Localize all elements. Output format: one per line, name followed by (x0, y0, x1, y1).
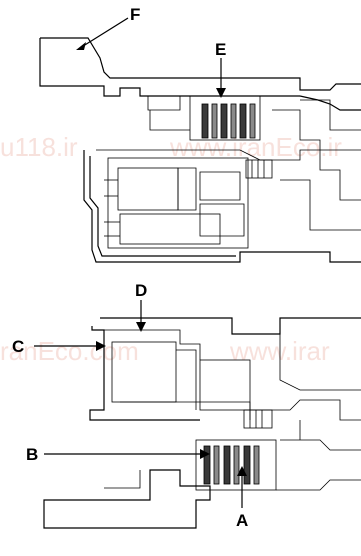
upper-assembly (39, 37, 361, 263)
callout-label-c: C (12, 337, 24, 356)
callout-label-b: B (26, 445, 38, 464)
watermark-bottom-left: ranEco.com (0, 336, 139, 366)
callout-label-f: F (130, 5, 140, 24)
arrowhead-e (216, 88, 226, 98)
arrowhead-b (200, 449, 210, 459)
callout-label-e: E (215, 40, 226, 59)
lower-housing-outline (100, 317, 361, 335)
arrowhead-f (76, 42, 86, 50)
callout-label-d: D (135, 281, 147, 300)
arrowhead-c (96, 341, 106, 351)
arrowhead-a (237, 466, 247, 476)
arrow-f (79, 17, 129, 49)
watermark-bottom-right: www.irar (229, 336, 330, 366)
upper-housing-outline (40, 37, 361, 91)
watermark-top-right: www.iranEco.ir (169, 132, 342, 162)
watermark-top-left: u118.ir (0, 132, 78, 162)
arrowhead-d (136, 322, 146, 332)
callout-label-a: A (236, 511, 248, 530)
callout-arrows (34, 17, 247, 508)
lower-assembly (43, 317, 361, 529)
